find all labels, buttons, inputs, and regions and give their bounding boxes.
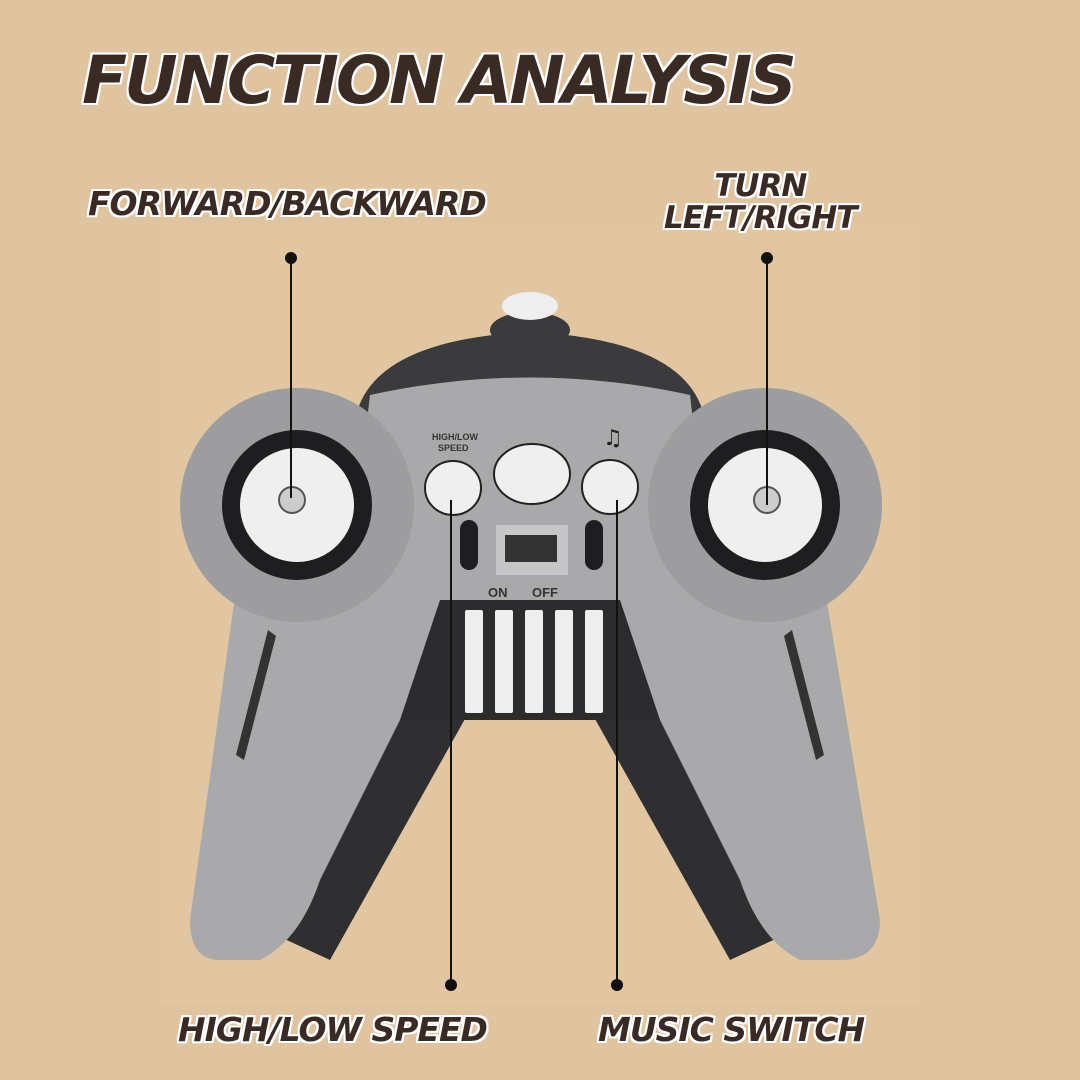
speed-label-text: HIGH/LOW [432,432,478,442]
speaker-grille [465,610,603,713]
center-button[interactable] [493,443,571,505]
power-switch[interactable] [505,535,557,562]
callout-forward-backward: FORWARD/BACKWARD [88,184,487,223]
power-off-label: OFF [532,585,558,600]
left-groove [236,630,276,760]
music-button[interactable] [581,459,639,515]
speed-label-text-2: SPEED [438,443,469,453]
callout-lines [290,258,768,985]
callout-music-switch: MUSIC SWITCH [598,1010,865,1049]
callout-turn-line2: LEFT/RIGHT [664,200,858,236]
page-title: FUNCTION ANALYSIS [82,42,797,119]
callout-dots [285,252,773,991]
callout-turn-left-right: TURN LEFT/RIGHT [664,168,858,236]
high-low-speed-button[interactable] [424,460,482,516]
power-on-label: ON [488,585,508,600]
antenna-light [502,292,558,320]
left-joystick[interactable] [180,388,414,622]
callout-turn-line1: TURN [714,168,807,204]
music-notes-icon: ♫ [603,426,623,451]
right-slot [585,520,603,570]
right-groove [784,630,824,760]
right-joystick[interactable] [648,388,882,622]
callout-high-low-speed: HIGH/LOW SPEED [178,1010,488,1049]
left-slot [460,520,478,570]
